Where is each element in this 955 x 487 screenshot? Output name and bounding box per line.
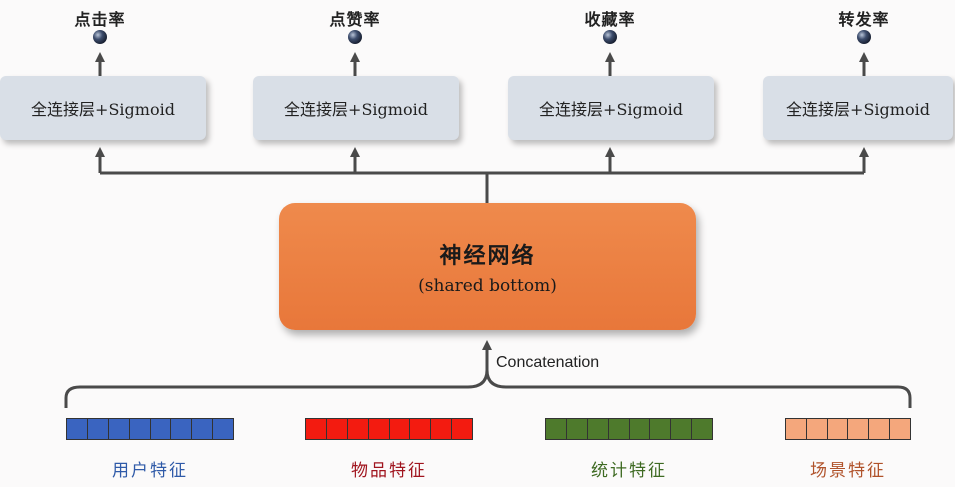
feature-cell: [347, 418, 369, 440]
feature-cell: [431, 418, 453, 440]
output-node-like: [348, 30, 362, 44]
shared-subtitle: (shared bottom): [418, 275, 557, 296]
feature-cell: [108, 418, 130, 440]
feature-cell: [785, 418, 807, 440]
feature-cell: [368, 418, 390, 440]
feature-label-scene: 场景特征: [810, 461, 886, 481]
shared-title: 神经网络: [439, 243, 536, 269]
feature-cell: [326, 418, 348, 440]
feature-cell: [545, 418, 567, 440]
feature-cell: [806, 418, 828, 440]
feature-cell: [650, 418, 672, 440]
feature-cell: [452, 418, 473, 440]
fc-box-label: 全连接层+Sigmoid: [284, 100, 428, 119]
feature-cell: [827, 418, 849, 440]
feature-cell: [671, 418, 693, 440]
concatenation-label: Concatenation: [496, 354, 600, 371]
fc-box-label: 全连接层+Sigmoid: [786, 100, 930, 119]
feature-cell: [213, 418, 234, 440]
feature-cell: [171, 418, 193, 440]
feature-cell: [87, 418, 109, 440]
feature-bar-stats: [545, 418, 713, 440]
feature-bar-scene: [785, 418, 911, 440]
feature-cell: [608, 418, 630, 440]
feature-cell: [587, 418, 609, 440]
feature-label-stats: 统计特征: [591, 461, 667, 481]
fc-sigmoid-box-ctr: 全连接层+Sigmoid: [0, 76, 206, 140]
feature-cell: [66, 418, 88, 440]
feature-cell: [848, 418, 870, 440]
feature-cell: [129, 418, 151, 440]
output-node-ctr: [93, 30, 107, 44]
feature-bar-user: [66, 418, 234, 440]
feature-cell: [629, 418, 651, 440]
feature-cell: [389, 418, 411, 440]
task-label-share: 转发率: [838, 10, 890, 29]
feature-cell: [869, 418, 891, 440]
concat-brace: [64, 369, 912, 408]
task-label-collect: 收藏率: [584, 10, 636, 29]
feature-cell: [192, 418, 214, 440]
fc-box-label: 全连接层+Sigmoid: [539, 100, 683, 119]
output-node-collect: [603, 30, 617, 44]
feature-cell: [890, 418, 911, 440]
feature-cell: [692, 418, 713, 440]
shared-bottom-network: 神经网络 (shared bottom): [279, 203, 696, 330]
task-label-like: 点赞率: [329, 10, 381, 29]
feature-label-user: 用户特征: [112, 461, 188, 481]
fc-box-label: 全连接层+Sigmoid: [31, 100, 175, 119]
fc-sigmoid-box-collect: 全连接层+Sigmoid: [508, 76, 714, 140]
feature-cell: [566, 418, 588, 440]
feature-cell: [410, 418, 432, 440]
task-label-ctr: 点击率: [74, 10, 126, 29]
feature-bar-item: [305, 418, 473, 440]
feature-cell: [305, 418, 327, 440]
output-node-share: [857, 30, 871, 44]
fc-sigmoid-box-like: 全连接层+Sigmoid: [253, 76, 459, 140]
feature-cell: [150, 418, 172, 440]
fc-sigmoid-box-share: 全连接层+Sigmoid: [763, 76, 953, 140]
feature-label-item: 物品特征: [351, 461, 427, 481]
